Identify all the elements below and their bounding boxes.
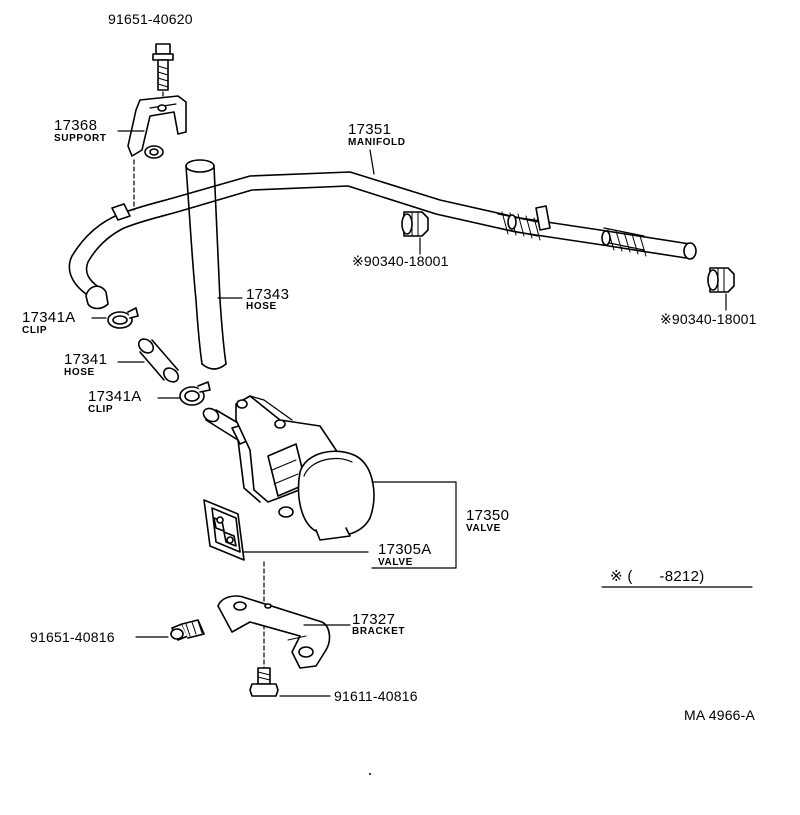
leader-valve-assy	[371, 481, 457, 569]
clip-lower-name: CLIP	[88, 404, 114, 415]
valve-sub-number: 17305A	[378, 541, 432, 558]
hose-short-part	[137, 338, 180, 383]
bracket-name: BRACKET	[352, 626, 406, 637]
stray-mark	[369, 773, 371, 775]
plug-1-number: ※90340-18001	[352, 253, 449, 269]
support-number: 17368	[54, 117, 98, 134]
plug-2-number: ※90340-18001	[660, 311, 757, 327]
valve-assy-part	[202, 395, 375, 541]
clip-upper-name: CLIP	[22, 325, 48, 336]
support-name: SUPPORT	[54, 133, 107, 144]
plug-2-part	[707, 267, 735, 293]
support-part	[127, 95, 187, 159]
manifold-part	[68, 171, 697, 295]
hose-long-number: 17343	[246, 286, 290, 303]
footnote-text: ※ ( -8212)	[610, 568, 705, 585]
bolt-left-number: 91651-40816	[30, 629, 115, 645]
valve-assy-name: VALVE	[466, 523, 501, 534]
valve-sub-name: VALVE	[378, 557, 413, 568]
clip-upper-number: 17341A	[22, 309, 76, 326]
clip-lower-part	[179, 381, 211, 406]
valve-assy-number: 17350	[466, 507, 510, 524]
drawing-code: MA 4966-A	[684, 707, 756, 723]
bracket-number: 17327	[352, 611, 396, 628]
hose-short-name: HOSE	[64, 367, 95, 378]
hose-long-name: HOSE	[246, 301, 277, 312]
bolt-top-number: 91651-40620	[108, 11, 193, 27]
manifold-number: 17351	[348, 121, 392, 138]
manifold-name: MANIFOLD	[348, 137, 406, 148]
hose-long-part	[185, 159, 227, 370]
valve-sub-part	[203, 499, 245, 561]
bolt-top-part	[152, 43, 174, 91]
bolt-left-part	[170, 619, 205, 641]
bolt-bottom-part	[249, 667, 279, 697]
plug-1-part	[401, 211, 429, 237]
bracket-part	[217, 595, 331, 669]
hose-short-number: 17341	[64, 351, 108, 368]
bolt-bottom-number: 91611-40816	[334, 688, 418, 704]
leader-manifold	[369, 149, 375, 175]
clip-upper-part	[85, 285, 139, 329]
clip-lower-number: 17341A	[88, 388, 142, 405]
